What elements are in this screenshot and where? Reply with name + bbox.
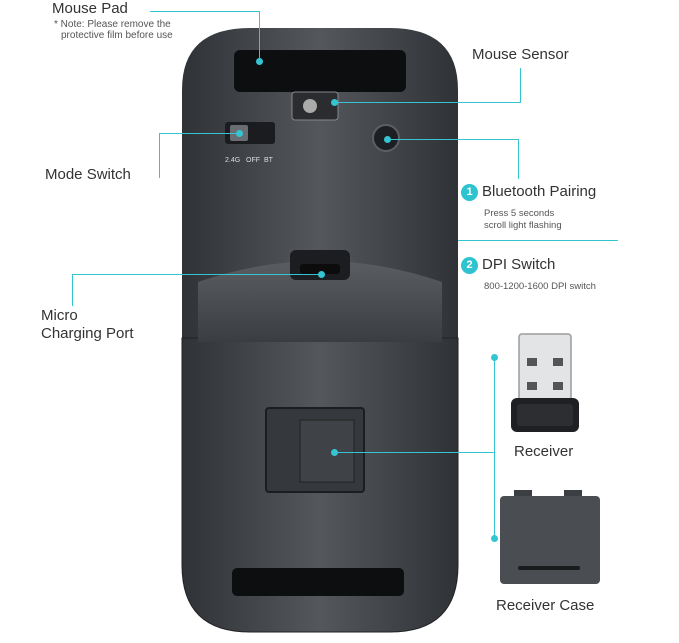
leader-dot	[384, 136, 391, 143]
leader-dot	[236, 130, 243, 137]
label-bluetooth-pairing: Bluetooth Pairing	[482, 183, 597, 200]
leader-dot	[331, 449, 338, 456]
leader-dot	[318, 271, 325, 278]
leader-dot	[331, 99, 338, 106]
leader-line	[72, 274, 73, 306]
mouse-illustration	[181, 28, 459, 633]
leader-dot	[491, 354, 498, 361]
leader-line	[259, 11, 260, 61]
switch-label-bt: BT	[264, 157, 273, 164]
label-receiver: Receiver	[514, 443, 574, 460]
mouse-pad-note-2: protective film before use	[61, 30, 173, 41]
leader-line	[159, 162, 160, 178]
leader-line	[335, 452, 495, 453]
usb-receiver-image	[511, 333, 579, 432]
label-mouse-sensor: Mouse Sensor	[472, 46, 569, 63]
mouse-pad-bottom	[232, 568, 404, 596]
leader-dot	[256, 58, 263, 65]
label-mouse-pad: Mouse Pad	[52, 0, 128, 17]
leader-line	[150, 11, 260, 12]
bt-desc-1: Press 5 seconds	[484, 208, 555, 219]
leader-line	[72, 274, 322, 275]
leader-line	[159, 133, 160, 163]
leader-line	[518, 139, 519, 179]
bt-desc-2: scroll light flashing	[484, 220, 562, 231]
mouse-upper-shell	[182, 28, 458, 340]
switch-label-24g: 2.4G	[225, 157, 241, 164]
badge-1: 1	[461, 184, 478, 201]
leader-line	[494, 357, 495, 453]
mouse-hinge	[198, 261, 442, 342]
leader-dot	[491, 535, 498, 542]
leader-line	[494, 452, 495, 538]
label-dpi-switch: DPI Switch	[482, 256, 556, 273]
label-mode-switch: Mode Switch	[45, 166, 131, 183]
leader-line	[335, 102, 521, 103]
dpi-desc: 800-1200-1600 DPI switch	[484, 281, 596, 292]
mouse-pad-note-1: * Note: Please remove the	[54, 19, 171, 30]
divider-line	[458, 240, 618, 241]
leader-line	[520, 68, 521, 102]
label-micro: Micro	[41, 307, 78, 324]
receiver-case-image	[500, 490, 600, 584]
mouse-pad-top	[234, 50, 406, 92]
badge-2: 2	[461, 257, 478, 274]
leader-line	[159, 133, 239, 134]
label-charging-port: Charging Port	[41, 325, 134, 342]
switch-label-off: OFF	[246, 157, 260, 164]
label-receiver-case: Receiver Case	[496, 597, 595, 614]
leader-line	[388, 139, 519, 140]
